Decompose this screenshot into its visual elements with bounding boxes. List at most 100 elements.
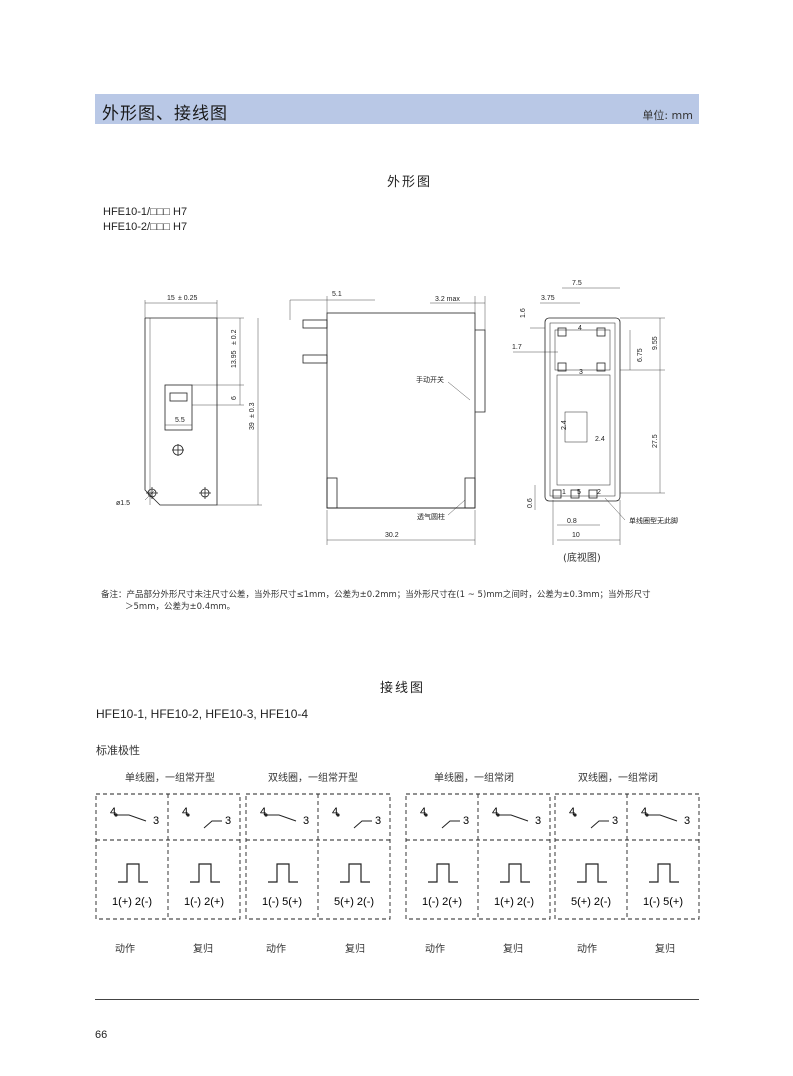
section-header-bar xyxy=(95,94,699,124)
pin-label-a: 4 xyxy=(420,806,426,818)
dim-955: 9.55 xyxy=(652,336,659,350)
action-label-2: 复归 xyxy=(193,944,213,955)
pin-label-a: 4 xyxy=(492,806,498,818)
contact-dot xyxy=(114,813,118,817)
dim-08: 0.8 xyxy=(567,518,577,525)
terminal-polarity: 5(+) 2(-) xyxy=(571,896,611,908)
pulse-symbol xyxy=(190,863,220,883)
manual-switch-label: 手动开关 xyxy=(416,375,444,384)
pin-label-b: 3 xyxy=(375,815,381,827)
contact-dot xyxy=(264,813,268,817)
wiring-cell: 431(-) 2(+) xyxy=(420,806,469,908)
wiring-models: HFE10-1, HFE10-2, HFE10-3, HFE10-4 xyxy=(96,707,309,721)
terminal-polarity: 1(-) 5(+) xyxy=(643,896,683,908)
contact-dot xyxy=(645,813,649,817)
pin-label-b: 3 xyxy=(684,815,690,827)
contact-switch xyxy=(647,814,678,822)
pulse-symbol xyxy=(500,863,530,883)
contact-switch xyxy=(116,814,147,822)
pin-label-b: 3 xyxy=(303,815,309,827)
dim-6: 6 xyxy=(231,396,238,400)
dim-302: 30.2 xyxy=(385,532,399,539)
pulse-symbol xyxy=(118,863,148,883)
page-number: 66 xyxy=(95,1029,108,1041)
pin-label-a: 4 xyxy=(182,806,188,818)
wiring-cell: 4 3 1(+) 2(-) xyxy=(492,806,541,908)
contact-switch xyxy=(266,814,297,822)
dim-15: 15 xyxy=(167,295,175,302)
group-title-2: 双线圈，一组常开型 xyxy=(268,773,358,784)
outline-model-1: HFE10-1/□□□ H7 xyxy=(103,206,188,218)
contact-switch xyxy=(203,820,222,829)
action-label-8: 复归 xyxy=(655,944,675,955)
pin-label-b: 3 xyxy=(225,815,231,827)
terminal-polarity: 5(+) 2(-) xyxy=(334,896,374,908)
unit-label: 单位: mm xyxy=(642,109,693,122)
dim-675: 6.75 xyxy=(637,348,644,362)
dim-375: 3.75 xyxy=(541,295,555,302)
pulse-symbol xyxy=(340,863,370,883)
pin-label-a: 4 xyxy=(641,806,647,818)
contact-switch xyxy=(441,820,460,829)
pin-label-a: 4 xyxy=(110,806,116,818)
pin-label-a: 4 xyxy=(260,806,266,818)
front-view xyxy=(144,300,262,506)
footer-rule xyxy=(95,999,699,1000)
pin-label-a: 4 xyxy=(569,806,575,818)
group-title-4: 双线圈，一组常闭 xyxy=(578,773,658,784)
pulse-symbol xyxy=(577,863,607,883)
contact-switch xyxy=(498,814,529,822)
action-label-5: 动作 xyxy=(425,944,445,955)
action-label-4: 复归 xyxy=(345,944,365,955)
pin-4: 4 xyxy=(578,325,582,332)
wiring-title: 接线图 xyxy=(380,681,426,696)
wiring-cell: 4 3 1(-) 5(+) xyxy=(641,806,690,908)
dim-tol-03: ± 0.3 xyxy=(249,402,256,418)
terminal-polarity: 1(-) 2(+) xyxy=(184,896,224,908)
pulse-symbol xyxy=(428,863,458,883)
contact-dot xyxy=(573,813,577,817)
terminal-polarity: 1(-) 2(+) xyxy=(422,896,462,908)
dim-1395: 13.95 xyxy=(231,350,238,368)
group-title-3: 单线圈，一组常闭 xyxy=(434,773,514,784)
pin-label-b: 3 xyxy=(535,815,541,827)
dim-24a: 2.4 xyxy=(561,420,568,430)
dim-55: 5.5 xyxy=(175,417,185,424)
section-title: 外形图、接线图 xyxy=(102,104,228,124)
dim-dia15: ø1.5 xyxy=(116,500,130,507)
contact-switch xyxy=(353,820,372,829)
side-view xyxy=(289,296,486,545)
tolerance-note-line1: 备注：产品部分外形尺寸未注尺寸公差，当外形尺寸≤1mm，公差为±0.2mm；当外… xyxy=(101,590,651,600)
contact-dot xyxy=(424,813,428,817)
wiring-cell: 4 3 5(+) 2(-) xyxy=(569,806,618,908)
wiring-cell: 4 3 1(-) 2(+) xyxy=(182,806,231,908)
wiring-diagrams: 431(+) 2(-)431(-) 2(+)431(-) 5(+)435(+) … xyxy=(95,793,700,920)
dim-16: 1.6 xyxy=(520,308,527,318)
dim-39: 39 xyxy=(249,422,256,430)
pulse-symbol xyxy=(268,863,298,883)
terminal-polarity: 1(-) 5(+) xyxy=(262,896,302,908)
pin-1: 1 xyxy=(562,489,566,496)
dim-24b: 2.4 xyxy=(595,436,605,443)
dim-275: 27.5 xyxy=(652,434,659,448)
bottom-view xyxy=(513,287,665,545)
wiring-cell: 4 3 5(+) 2(-) xyxy=(332,806,381,908)
bottom-view-caption: (底视图) xyxy=(563,553,601,564)
pin-label-a: 4 xyxy=(332,806,338,818)
pin-label-b: 3 xyxy=(612,815,618,827)
action-label-3: 动作 xyxy=(266,944,286,955)
contact-dot xyxy=(336,813,340,817)
standard-polarity: 标准极性 xyxy=(96,744,140,757)
pin-label-b: 3 xyxy=(153,815,159,827)
dim-51: 5.1 xyxy=(332,291,342,298)
dim-75: 7.5 xyxy=(572,280,582,287)
terminal-polarity: 1(+) 2(-) xyxy=(494,896,534,908)
dim-10: 10 xyxy=(572,532,580,539)
group-title-1: 单线圈，一组常开型 xyxy=(125,773,215,784)
action-label-1: 动作 xyxy=(115,944,135,955)
contact-dot xyxy=(496,813,500,817)
dim-tol-02: ± 0.2 xyxy=(231,329,238,345)
contact-dot xyxy=(186,813,190,817)
pulse-symbol xyxy=(649,863,679,883)
dim-17: 1.7 xyxy=(512,344,522,351)
